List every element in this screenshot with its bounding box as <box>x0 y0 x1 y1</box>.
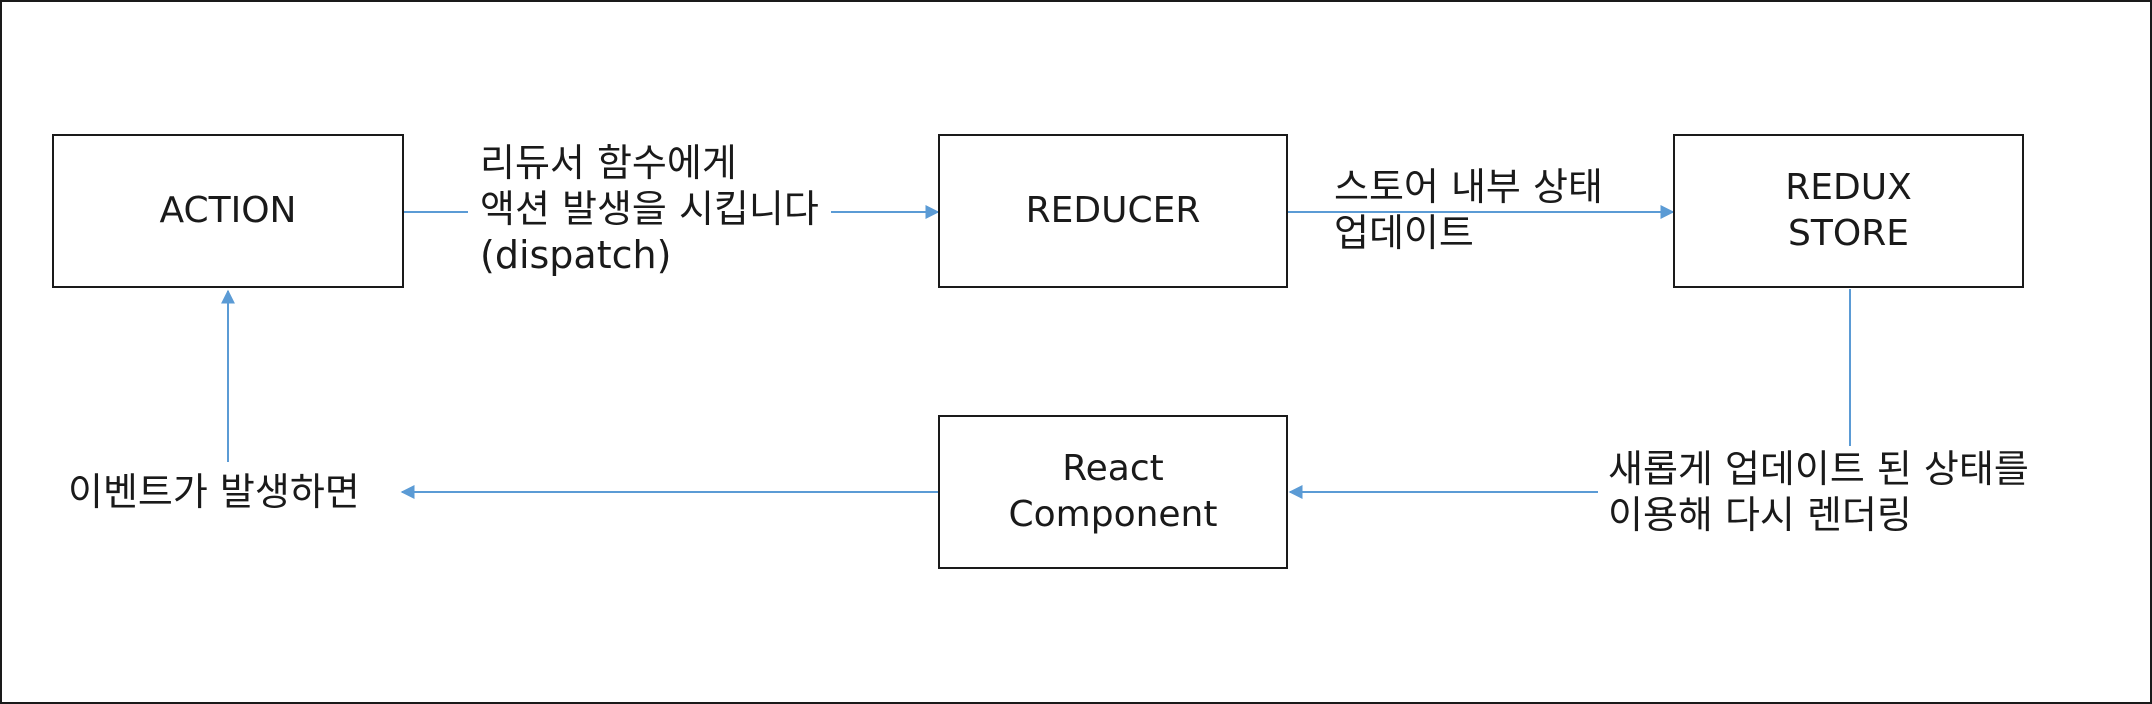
action-node: ACTION <box>52 134 404 288</box>
component-to-event-label-line-1: 이벤트가 발생하면 <box>68 470 360 514</box>
component-to-event-label: 이벤트가 발생하면 <box>62 469 366 515</box>
store-to-component-label: 새롭게 업데이트 된 상태를 이용해 다시 렌더링 <box>1598 446 2039 538</box>
reducer-node: REDUCER <box>938 134 1288 288</box>
redux-store-node-label-line-1: REDUX <box>1785 167 1912 208</box>
redux-store-node-label-line-2: STORE <box>1788 213 1909 254</box>
store-to-component-label-line-1: 새롭게 업데이트 된 상태를 <box>1608 447 2029 491</box>
store-to-component-label-line-2: 이용해 다시 렌더링 <box>1608 493 1912 537</box>
reducer-to-store-label: 스토어 내부 상태 업데이트 <box>1334 164 1603 256</box>
action-to-reducer-label: 리듀서 함수에게 액션 발생을 시킵니다 (dispatch) <box>468 140 831 278</box>
reducer-to-store-label-line-2: 업데이트 <box>1334 211 1474 255</box>
action-node-label: ACTION <box>159 190 297 231</box>
react-component-node: React Component <box>938 415 1288 569</box>
action-to-reducer-label-line-3: (dispatch) <box>480 233 672 277</box>
react-component-node-label-line-1: React <box>1062 448 1164 489</box>
reducer-node-label: REDUCER <box>1025 190 1201 231</box>
action-to-reducer-label-line-2: 액션 발생을 시킵니다 <box>480 187 819 231</box>
reducer-to-store-label-line-1: 스토어 내부 상태 <box>1334 165 1603 209</box>
react-component-node-label-line-2: Component <box>1008 494 1218 535</box>
action-to-reducer-label-line-1: 리듀서 함수에게 <box>480 141 737 185</box>
redux-store-node: REDUX STORE <box>1673 134 2024 288</box>
